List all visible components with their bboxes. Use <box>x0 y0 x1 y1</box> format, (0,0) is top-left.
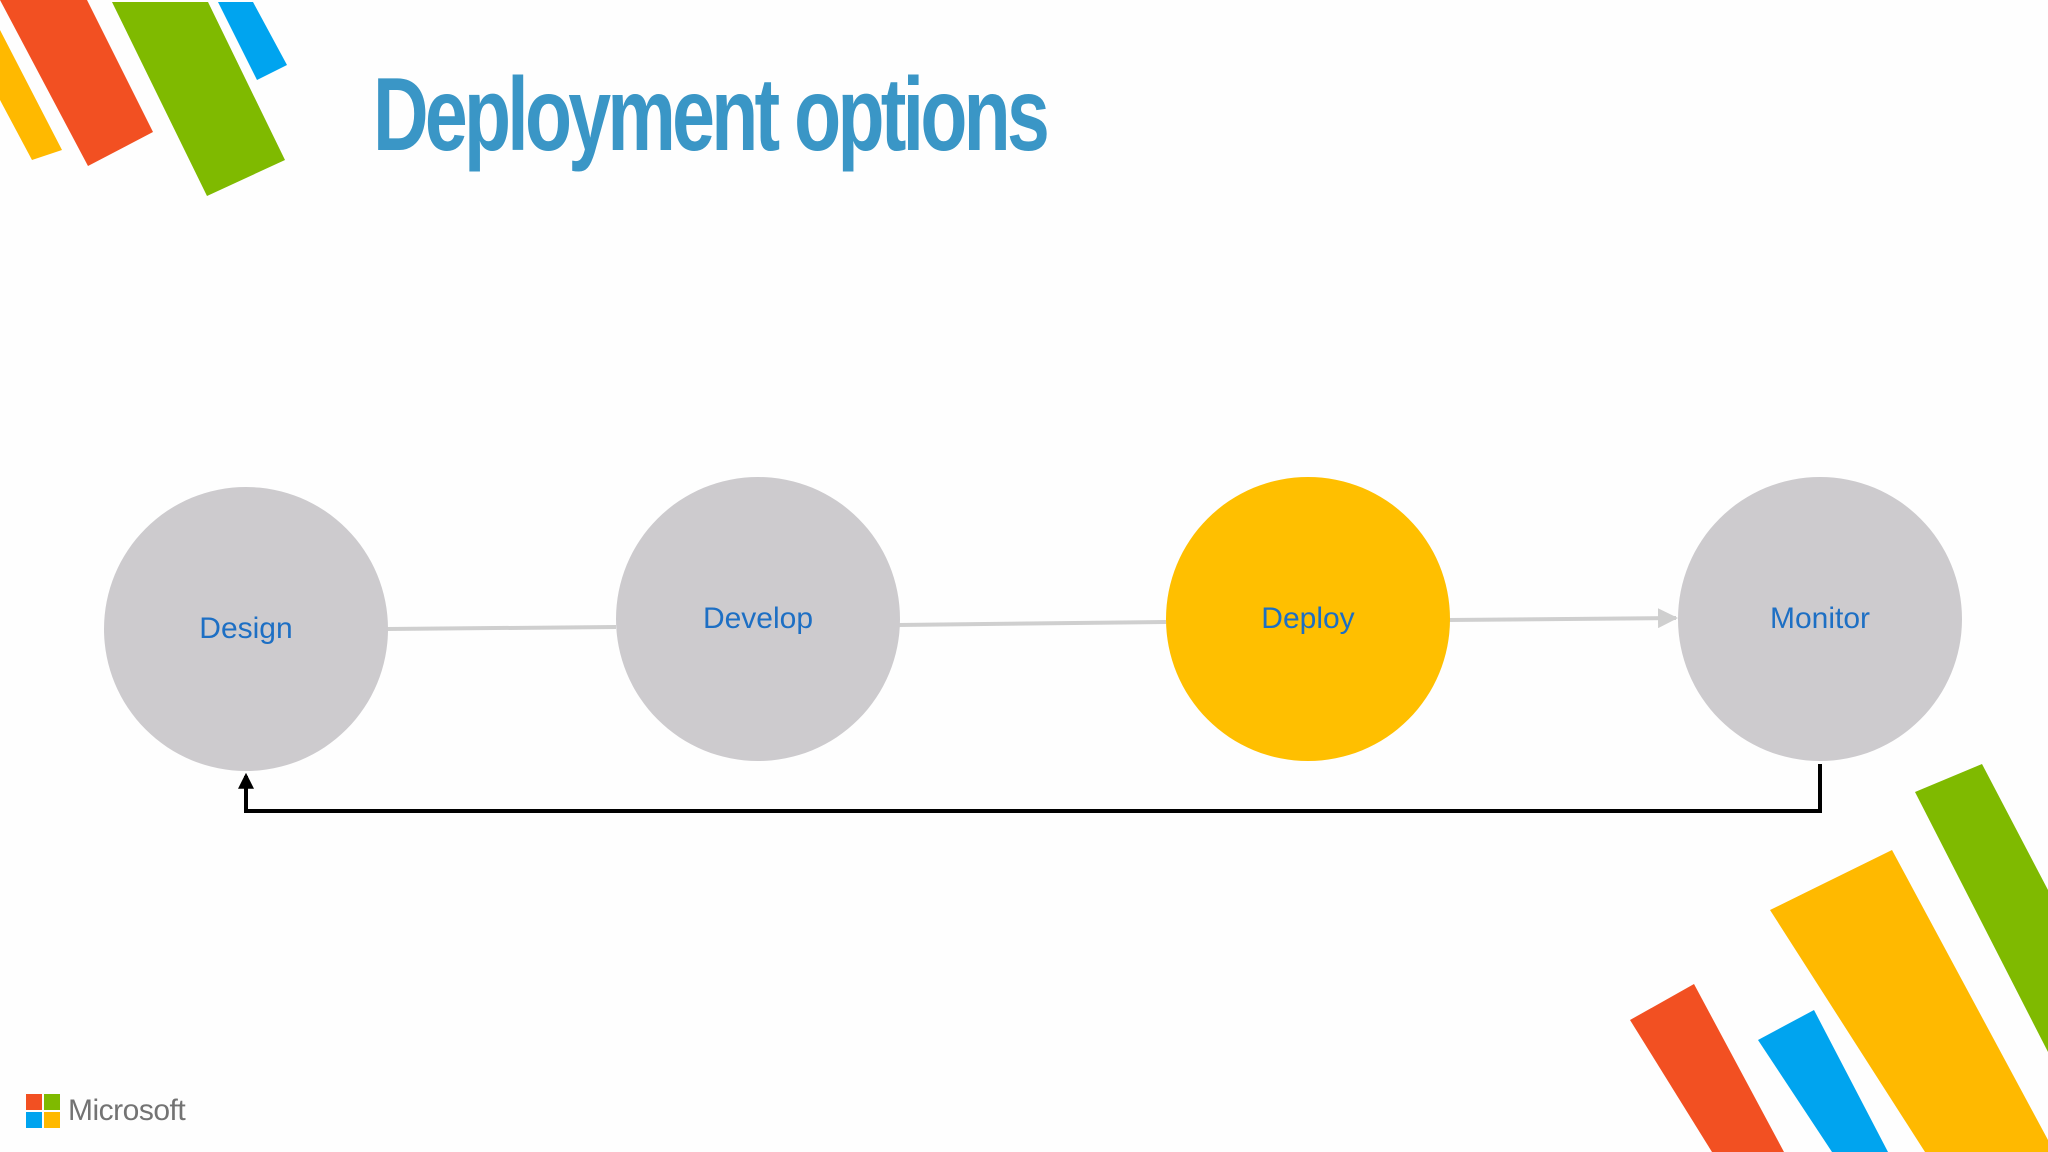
feedback-loop-arrow <box>238 764 1822 813</box>
deco-stripe-orange-bottom <box>1630 984 1784 1152</box>
flow-node-monitor: Monitor <box>1678 477 1962 761</box>
deco-stripe-green-bottom <box>1915 764 2048 1052</box>
deco-stripe-blue-bottom <box>1758 1010 1888 1152</box>
microsoft-logo: Microsoft <box>26 1094 186 1128</box>
node-label: Monitor <box>1769 602 1871 635</box>
deco-stripe-orange-top <box>0 0 153 166</box>
deco-stripe-green-top <box>112 2 285 196</box>
deco-stripe-yellow-bottom <box>1770 850 2048 1152</box>
deco-stripe-blue-top <box>218 2 287 80</box>
deco-stripe-yellow-top <box>0 30 62 160</box>
node-label: Develop <box>702 602 814 635</box>
node-label: Deploy <box>1261 602 1355 635</box>
page-title: Deployment options <box>373 57 1050 173</box>
microsoft-logo-text: Microsoft <box>68 1094 186 1127</box>
connector-develop-deploy <box>897 620 1167 627</box>
flow-node-deploy: Deploy <box>1166 477 1450 761</box>
microsoft-logo-icon <box>26 1094 60 1128</box>
connector-deploy-monitor <box>1447 608 1678 629</box>
flow-node-develop: Develop <box>616 477 900 761</box>
connector-design-develop <box>386 625 617 631</box>
flow-node-design: Design <box>104 487 388 771</box>
node-label: Design <box>199 612 293 645</box>
